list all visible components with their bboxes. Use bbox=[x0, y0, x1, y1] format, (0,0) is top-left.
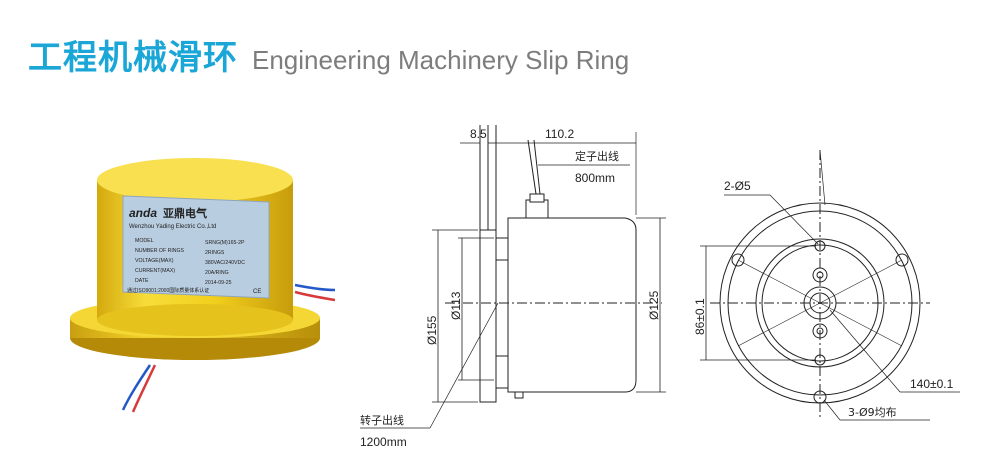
plate-row-value: 380VAC/240VDC bbox=[205, 260, 245, 266]
dim-phi155: Ø155 bbox=[425, 315, 439, 345]
stator-lead-length: 800mm bbox=[575, 171, 615, 185]
page-title: 工程机械滑环 Engineering Machinery Slip Ring bbox=[28, 30, 629, 79]
dim-110-2: 110.2 bbox=[545, 127, 574, 141]
plate-brand: anda bbox=[129, 206, 157, 220]
plate-footer: 通过ISO9001:2000国际质量体系认证 bbox=[127, 287, 209, 294]
label-plate: anda 亚鼎电气 Wenzhou Yading Electric Co.,Lt… bbox=[122, 195, 270, 299]
plate-row-key: VOLTAGE(MAX) bbox=[135, 258, 174, 264]
dim-phi113: Ø113 bbox=[449, 291, 463, 320]
stator-wire-blue bbox=[294, 283, 335, 292]
rotor-lead-length: 1200mm bbox=[360, 435, 407, 449]
side-view bbox=[360, 125, 666, 429]
rotor-wire-red bbox=[131, 364, 157, 413]
dim-3-phi9: 3-Ø9均布 bbox=[848, 406, 897, 419]
product-photo: anda 亚鼎电气 Wenzhou Yading Electric Co.,Lt… bbox=[70, 158, 335, 413]
plate-row-value: SRNG(M)165-2P bbox=[205, 240, 245, 246]
plate-row-key: NUMBER OF RINGS bbox=[135, 248, 185, 254]
title-chinese: 工程机械滑环 bbox=[28, 38, 238, 78]
dim-140: 140±0.1 bbox=[910, 377, 954, 391]
rotor-wire-blue bbox=[121, 364, 152, 411]
dim-phi125: Ø125 bbox=[647, 290, 661, 320]
plate-row-key: MODEL bbox=[135, 238, 154, 244]
plate-row-key: CURRENT(MAX) bbox=[135, 268, 175, 274]
stator-wire-red bbox=[294, 290, 335, 302]
dim-2-phi5: 2-Ø5 bbox=[724, 179, 751, 193]
plate-row-value: 2014-09-25 bbox=[205, 280, 232, 286]
plate-row-value: 2RINGS bbox=[205, 250, 225, 256]
plate-row-key: DATE bbox=[135, 278, 149, 284]
dim-8-5: 8.5 bbox=[470, 127, 487, 141]
dim-86: 86±0.1 bbox=[693, 298, 707, 335]
plate-brand-cn: 亚鼎电气 bbox=[163, 206, 207, 220]
stator-lead-label: 定子出线 bbox=[575, 149, 619, 163]
plate-ce: CE bbox=[253, 289, 261, 295]
plate-company: Wenzhou Yading Electric Co.,Ltd bbox=[129, 224, 216, 230]
technical-drawing: 8.5 110.2 定子出线 800mm Ø155 Ø113 Ø125 转子出线… bbox=[360, 125, 960, 449]
plate-row-value: 20A/RING bbox=[205, 270, 229, 276]
rotor-lead-label: 转子出线 bbox=[360, 413, 404, 427]
front-view bbox=[700, 149, 960, 421]
title-english: Engineering Machinery Slip Ring bbox=[252, 45, 630, 75]
